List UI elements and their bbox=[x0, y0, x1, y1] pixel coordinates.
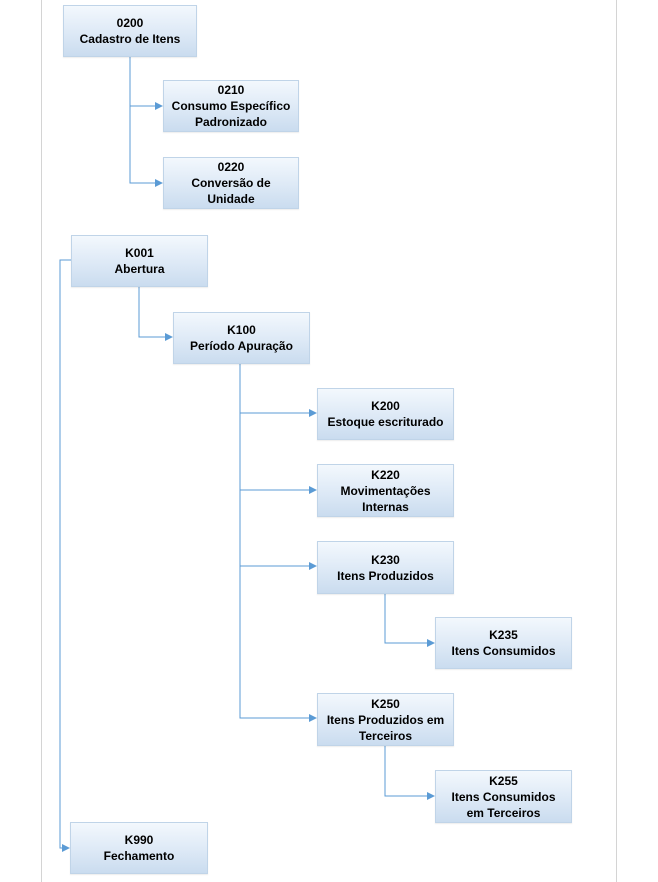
node-k235-code: K235 bbox=[489, 628, 518, 642]
frame-left-border bbox=[41, 0, 42, 882]
node-k990-title: Fechamento bbox=[103, 849, 175, 863]
node-k001-title: Abertura bbox=[114, 262, 165, 276]
node-k250: K250 Itens Produzidos em Terceiros bbox=[317, 693, 454, 746]
connector-0200-0220 bbox=[129, 106, 163, 187]
node-k230-code: K230 bbox=[371, 552, 400, 567]
connector-k230-k235 bbox=[384, 594, 435, 647]
node-0210-title-1: Consumo Específico bbox=[171, 99, 291, 113]
connector-k250-k255 bbox=[384, 746, 435, 800]
connector-k001-k990 bbox=[59, 259, 71, 852]
connector-k100-k220 bbox=[239, 413, 317, 494]
node-0210: 0210 Consumo Específico Padronizado bbox=[163, 80, 299, 132]
connector-k100-k230 bbox=[239, 490, 317, 570]
node-0220-title-2: Unidade bbox=[207, 192, 255, 206]
node-k100: K100 Período Apuração bbox=[173, 312, 310, 364]
node-k250-title-2: Terceiros bbox=[358, 728, 413, 743]
node-k230: K230 Itens Produzidos bbox=[317, 541, 454, 594]
node-k235-title: Itens Consumidos bbox=[451, 644, 556, 658]
node-k250-code: K250 bbox=[371, 696, 400, 711]
node-k001: K001 Abertura bbox=[71, 235, 208, 287]
node-0210-title-2: Padronizado bbox=[194, 115, 267, 129]
frame-right-border bbox=[616, 0, 617, 882]
node-k230-title: Itens Produzidos bbox=[337, 568, 434, 583]
node-k200: K200 Estoque escriturado bbox=[317, 388, 454, 440]
connector-0200-0210 bbox=[129, 56, 163, 110]
node-0220-code: 0220 bbox=[217, 160, 245, 174]
node-0200: 0200 Cadastro de Itens bbox=[63, 5, 197, 57]
node-k255-title-1: Itens Consumidos bbox=[451, 789, 556, 804]
node-0220: 0220 Conversão de Unidade bbox=[163, 157, 299, 209]
connector-k100-k250 bbox=[239, 566, 317, 722]
node-k220-code: K220 bbox=[371, 467, 400, 482]
node-k100-code: K100 bbox=[227, 323, 256, 337]
node-k001-code: K001 bbox=[125, 246, 154, 260]
node-k220-title-1: Movimentações bbox=[340, 483, 431, 498]
node-0200-title: Cadastro de Itens bbox=[79, 32, 181, 46]
node-0210-code: 0210 bbox=[217, 83, 245, 97]
node-k235: K235 Itens Consumidos bbox=[435, 617, 572, 669]
node-k255-title-2: em Terceiros bbox=[466, 805, 541, 820]
node-k255-code: K255 bbox=[489, 773, 518, 788]
connector-k100-k200 bbox=[239, 364, 317, 417]
node-k200-title: Estoque escriturado bbox=[327, 415, 444, 429]
node-k220-title-2: Internas bbox=[362, 499, 409, 514]
node-k100-title: Período Apuração bbox=[190, 339, 293, 353]
node-k990: K990 Fechamento bbox=[70, 822, 208, 874]
node-k220: K220 Movimentações Internas bbox=[317, 464, 454, 517]
node-0200-code: 0200 bbox=[116, 16, 144, 30]
node-k255: K255 Itens Consumidos em Terceiros bbox=[435, 770, 572, 823]
node-k250-title-1: Itens Produzidos em bbox=[326, 712, 445, 727]
node-k990-code: K990 bbox=[124, 833, 154, 847]
connector-k001-k100 bbox=[138, 287, 173, 341]
node-0220-title-1: Conversão de bbox=[191, 176, 271, 190]
node-k200-code: K200 bbox=[371, 399, 400, 413]
